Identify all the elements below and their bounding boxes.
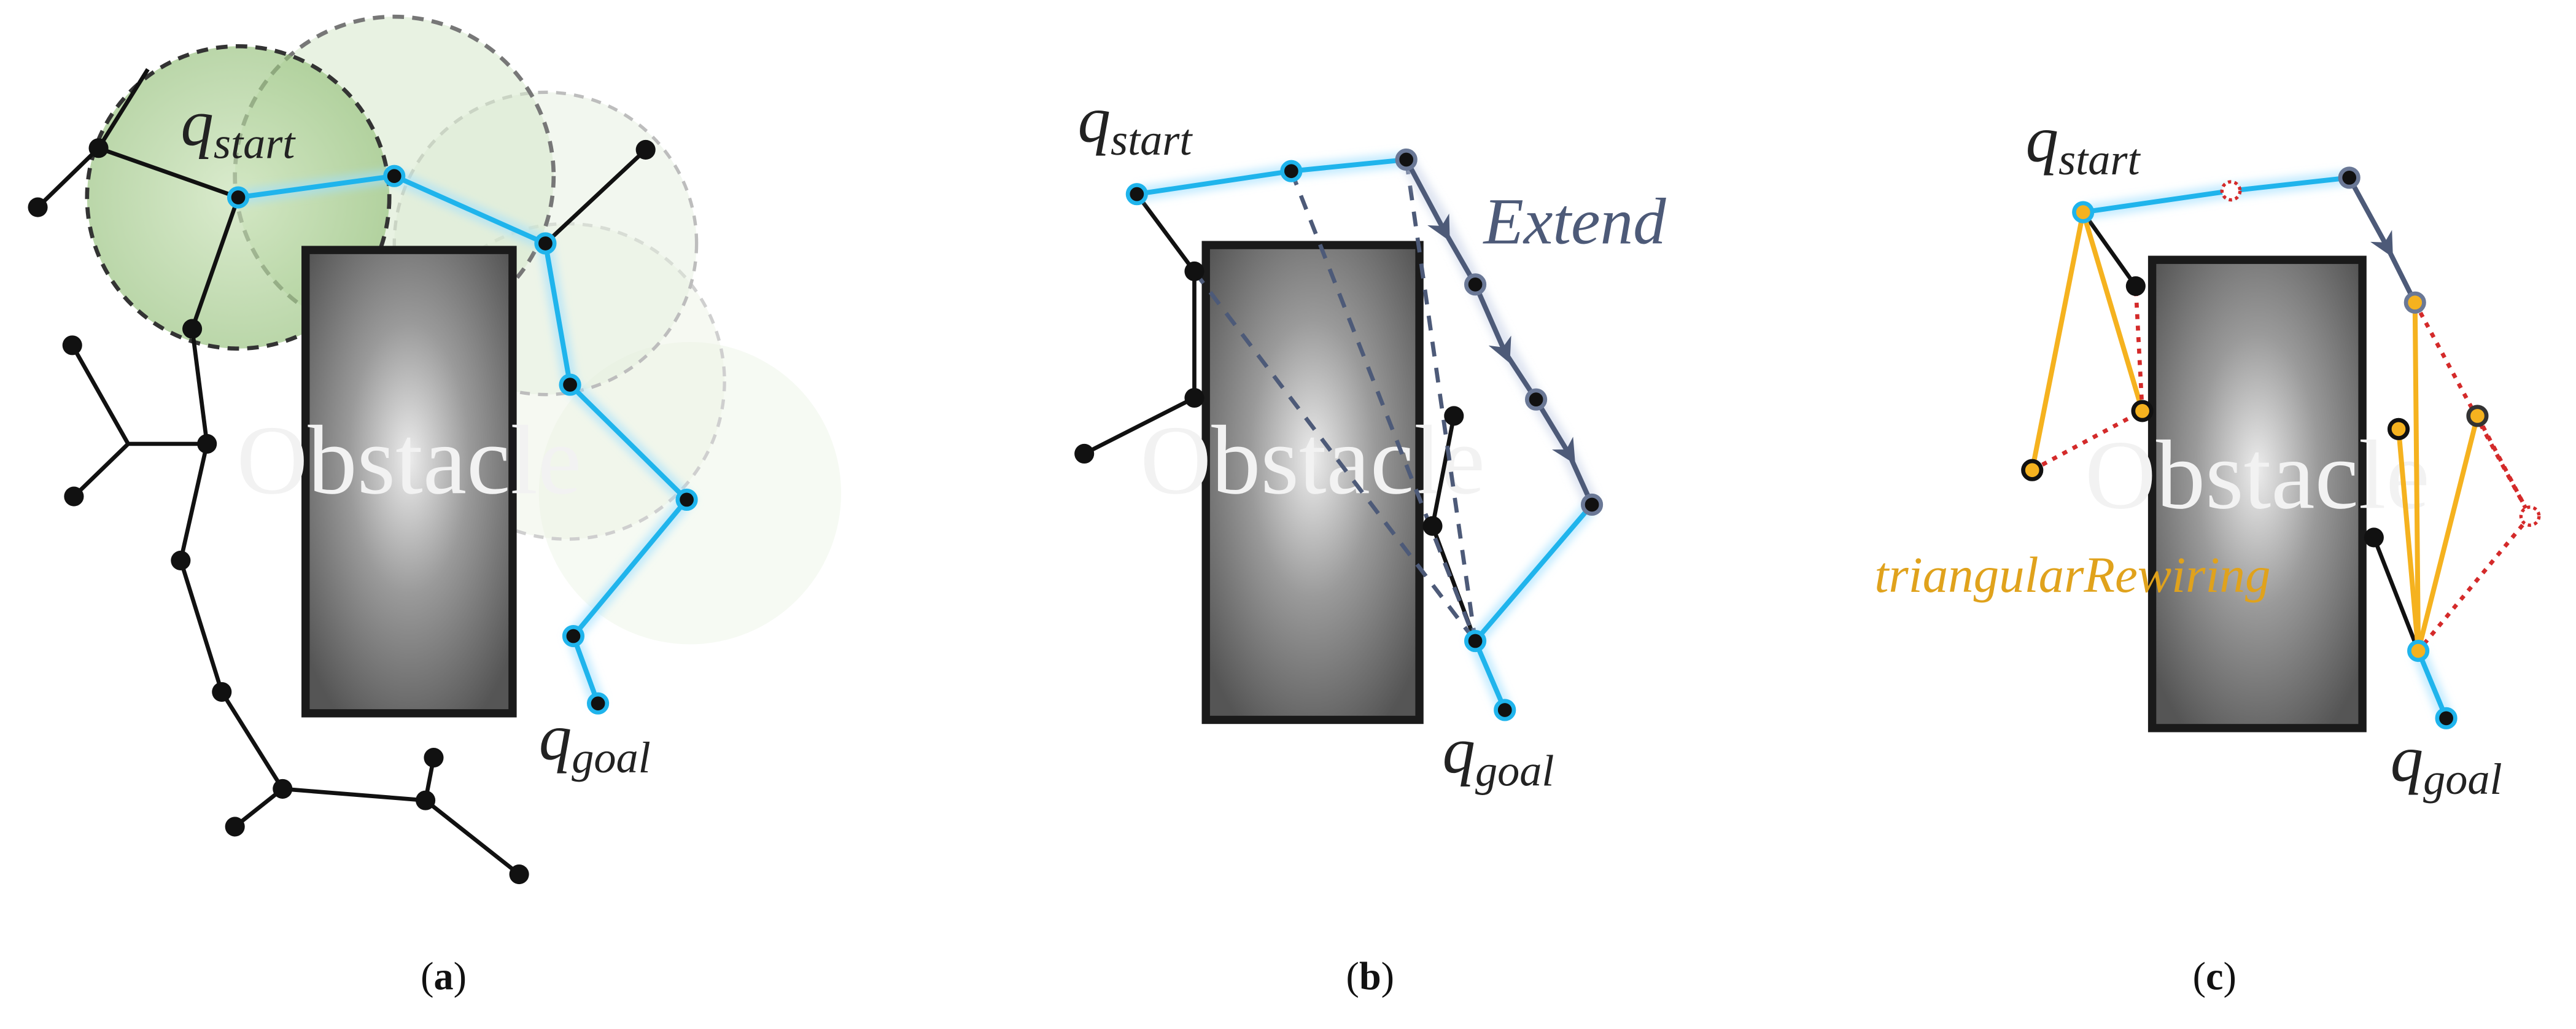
tree-node xyxy=(1074,443,1095,464)
caption-c: (c) xyxy=(2193,954,2237,998)
path-node xyxy=(2338,166,2361,189)
panel-c: Obstacle xyxy=(1874,104,2541,804)
panel-a: Obstacle xyxy=(28,14,842,885)
tree-node xyxy=(197,433,217,454)
obstacle xyxy=(1201,241,1424,724)
path-nodes xyxy=(1125,160,1516,721)
path-node xyxy=(562,624,584,648)
rewire-node xyxy=(2466,405,2489,427)
tree-node xyxy=(424,747,444,768)
obstacle-label: Obstacle xyxy=(2085,420,2430,529)
extend-label: Extend xyxy=(1482,185,1666,258)
tree-edges xyxy=(2081,211,2421,652)
tree-node xyxy=(88,138,109,158)
extend-node xyxy=(1525,388,1548,411)
panel-b: Obstacle xyxy=(1074,84,1666,796)
obstacle-label: Obstacle xyxy=(1140,405,1485,514)
q-goal-label: qgoal xyxy=(2391,723,2502,804)
path-node xyxy=(2072,201,2095,223)
tree-node xyxy=(509,864,529,885)
rewire-edges xyxy=(2030,211,2480,652)
tree-node xyxy=(64,486,84,507)
path-node xyxy=(383,165,406,187)
tree-node xyxy=(2125,276,2146,297)
rewire-node xyxy=(2021,459,2044,481)
path-node xyxy=(534,232,557,255)
obstacle-label: Obstacle xyxy=(236,405,581,514)
q-start-label: qstart xyxy=(180,87,296,168)
path-node xyxy=(1280,160,1303,182)
extend-node xyxy=(1464,273,1487,296)
tree-nodes xyxy=(28,138,656,885)
tree-node xyxy=(1444,406,1464,426)
tree-node xyxy=(1422,516,1443,536)
extend-node xyxy=(1581,493,1604,516)
path-node xyxy=(559,373,581,396)
removed-edges xyxy=(2031,285,2532,653)
tree-node xyxy=(171,550,191,570)
rewire-nodes xyxy=(2021,291,2489,481)
removed-node xyxy=(2220,180,2242,202)
tree-nodes xyxy=(2125,276,2384,548)
path-node xyxy=(2435,707,2458,729)
path-node xyxy=(1125,183,1148,206)
tree-node xyxy=(225,817,245,837)
tree-node xyxy=(182,319,203,339)
tree-node xyxy=(1184,387,1205,408)
tree-node xyxy=(273,779,293,799)
extend-node xyxy=(1395,148,1418,171)
q-start-label: qstart xyxy=(2026,104,2141,184)
path-node xyxy=(227,186,250,209)
best-path xyxy=(2416,650,2449,720)
tree-node xyxy=(212,681,232,702)
tree-node xyxy=(2364,527,2384,548)
obstacle xyxy=(301,246,517,718)
caption-b: (b) xyxy=(1346,954,1395,998)
path-node xyxy=(587,692,610,715)
q-goal-label: qgoal xyxy=(539,702,651,782)
path-node xyxy=(1494,699,1516,721)
rewire-node xyxy=(2387,417,2410,440)
tree-node xyxy=(62,335,82,355)
tree-node xyxy=(416,790,436,810)
tree-node xyxy=(28,197,48,217)
tree-node xyxy=(1184,261,1205,282)
obstacle xyxy=(2147,255,2367,732)
extend-arrows xyxy=(1400,155,1599,508)
caption-a: (a) xyxy=(421,954,467,998)
q-start-label: qstart xyxy=(1077,84,1193,165)
tree-node xyxy=(635,139,656,160)
rewire-node xyxy=(2131,400,2154,422)
extend-nodes xyxy=(1395,148,1604,516)
path-node xyxy=(2407,640,2430,662)
dashed-candidates xyxy=(1192,159,1478,643)
path-nodes xyxy=(2072,166,2458,729)
path-node xyxy=(1464,629,1487,653)
q-goal-label: qgoal xyxy=(1443,715,1554,795)
removed-node xyxy=(2519,505,2541,527)
triangular-rewiring-label: triangularRewiring xyxy=(1874,546,2270,603)
path-nodes xyxy=(227,165,698,715)
path-node xyxy=(675,488,698,511)
rewire-node xyxy=(2403,291,2426,314)
tree-nodes xyxy=(1074,261,1464,536)
